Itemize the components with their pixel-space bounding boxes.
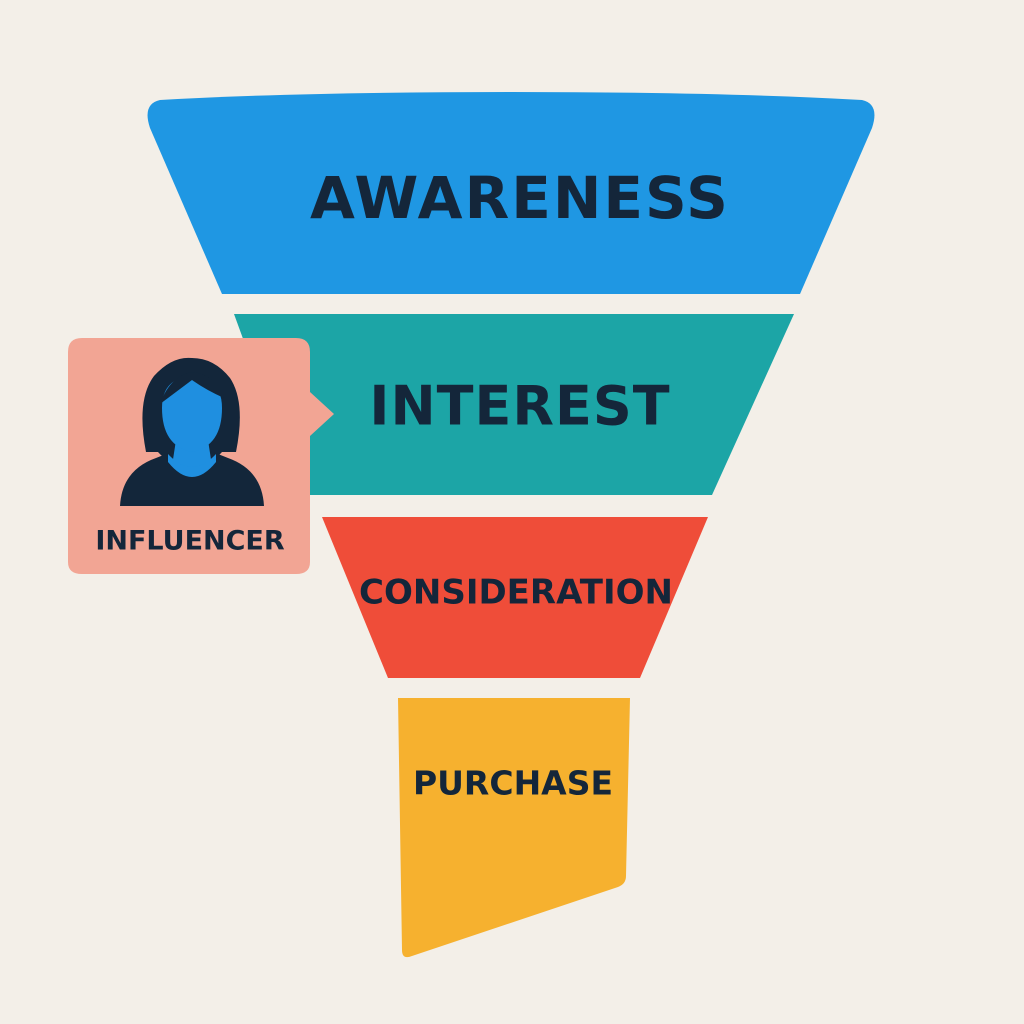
stage-consideration: CONSIDERATION (322, 517, 708, 678)
stage-purchase: PURCHASE (398, 698, 630, 958)
stage-awareness-shape (147, 92, 875, 294)
stage-awareness: AWARENESS (147, 92, 875, 294)
stage-consideration-shape (322, 517, 708, 678)
stage-purchase-label: PURCHASE (413, 764, 613, 803)
stage-consideration-label: CONSIDERATION (359, 573, 673, 613)
stage-awareness-label: AWARENESS (310, 164, 730, 232)
stage-interest-shape (234, 314, 794, 495)
influencer-card: INFLUENCER (68, 338, 334, 574)
person-icon (120, 357, 264, 506)
stage-purchase-shape (398, 698, 630, 958)
stage-interest-label: INTEREST (369, 375, 670, 438)
stage-interest: INTEREST (234, 314, 794, 495)
influencer-label: INFLUENCER (95, 526, 285, 557)
